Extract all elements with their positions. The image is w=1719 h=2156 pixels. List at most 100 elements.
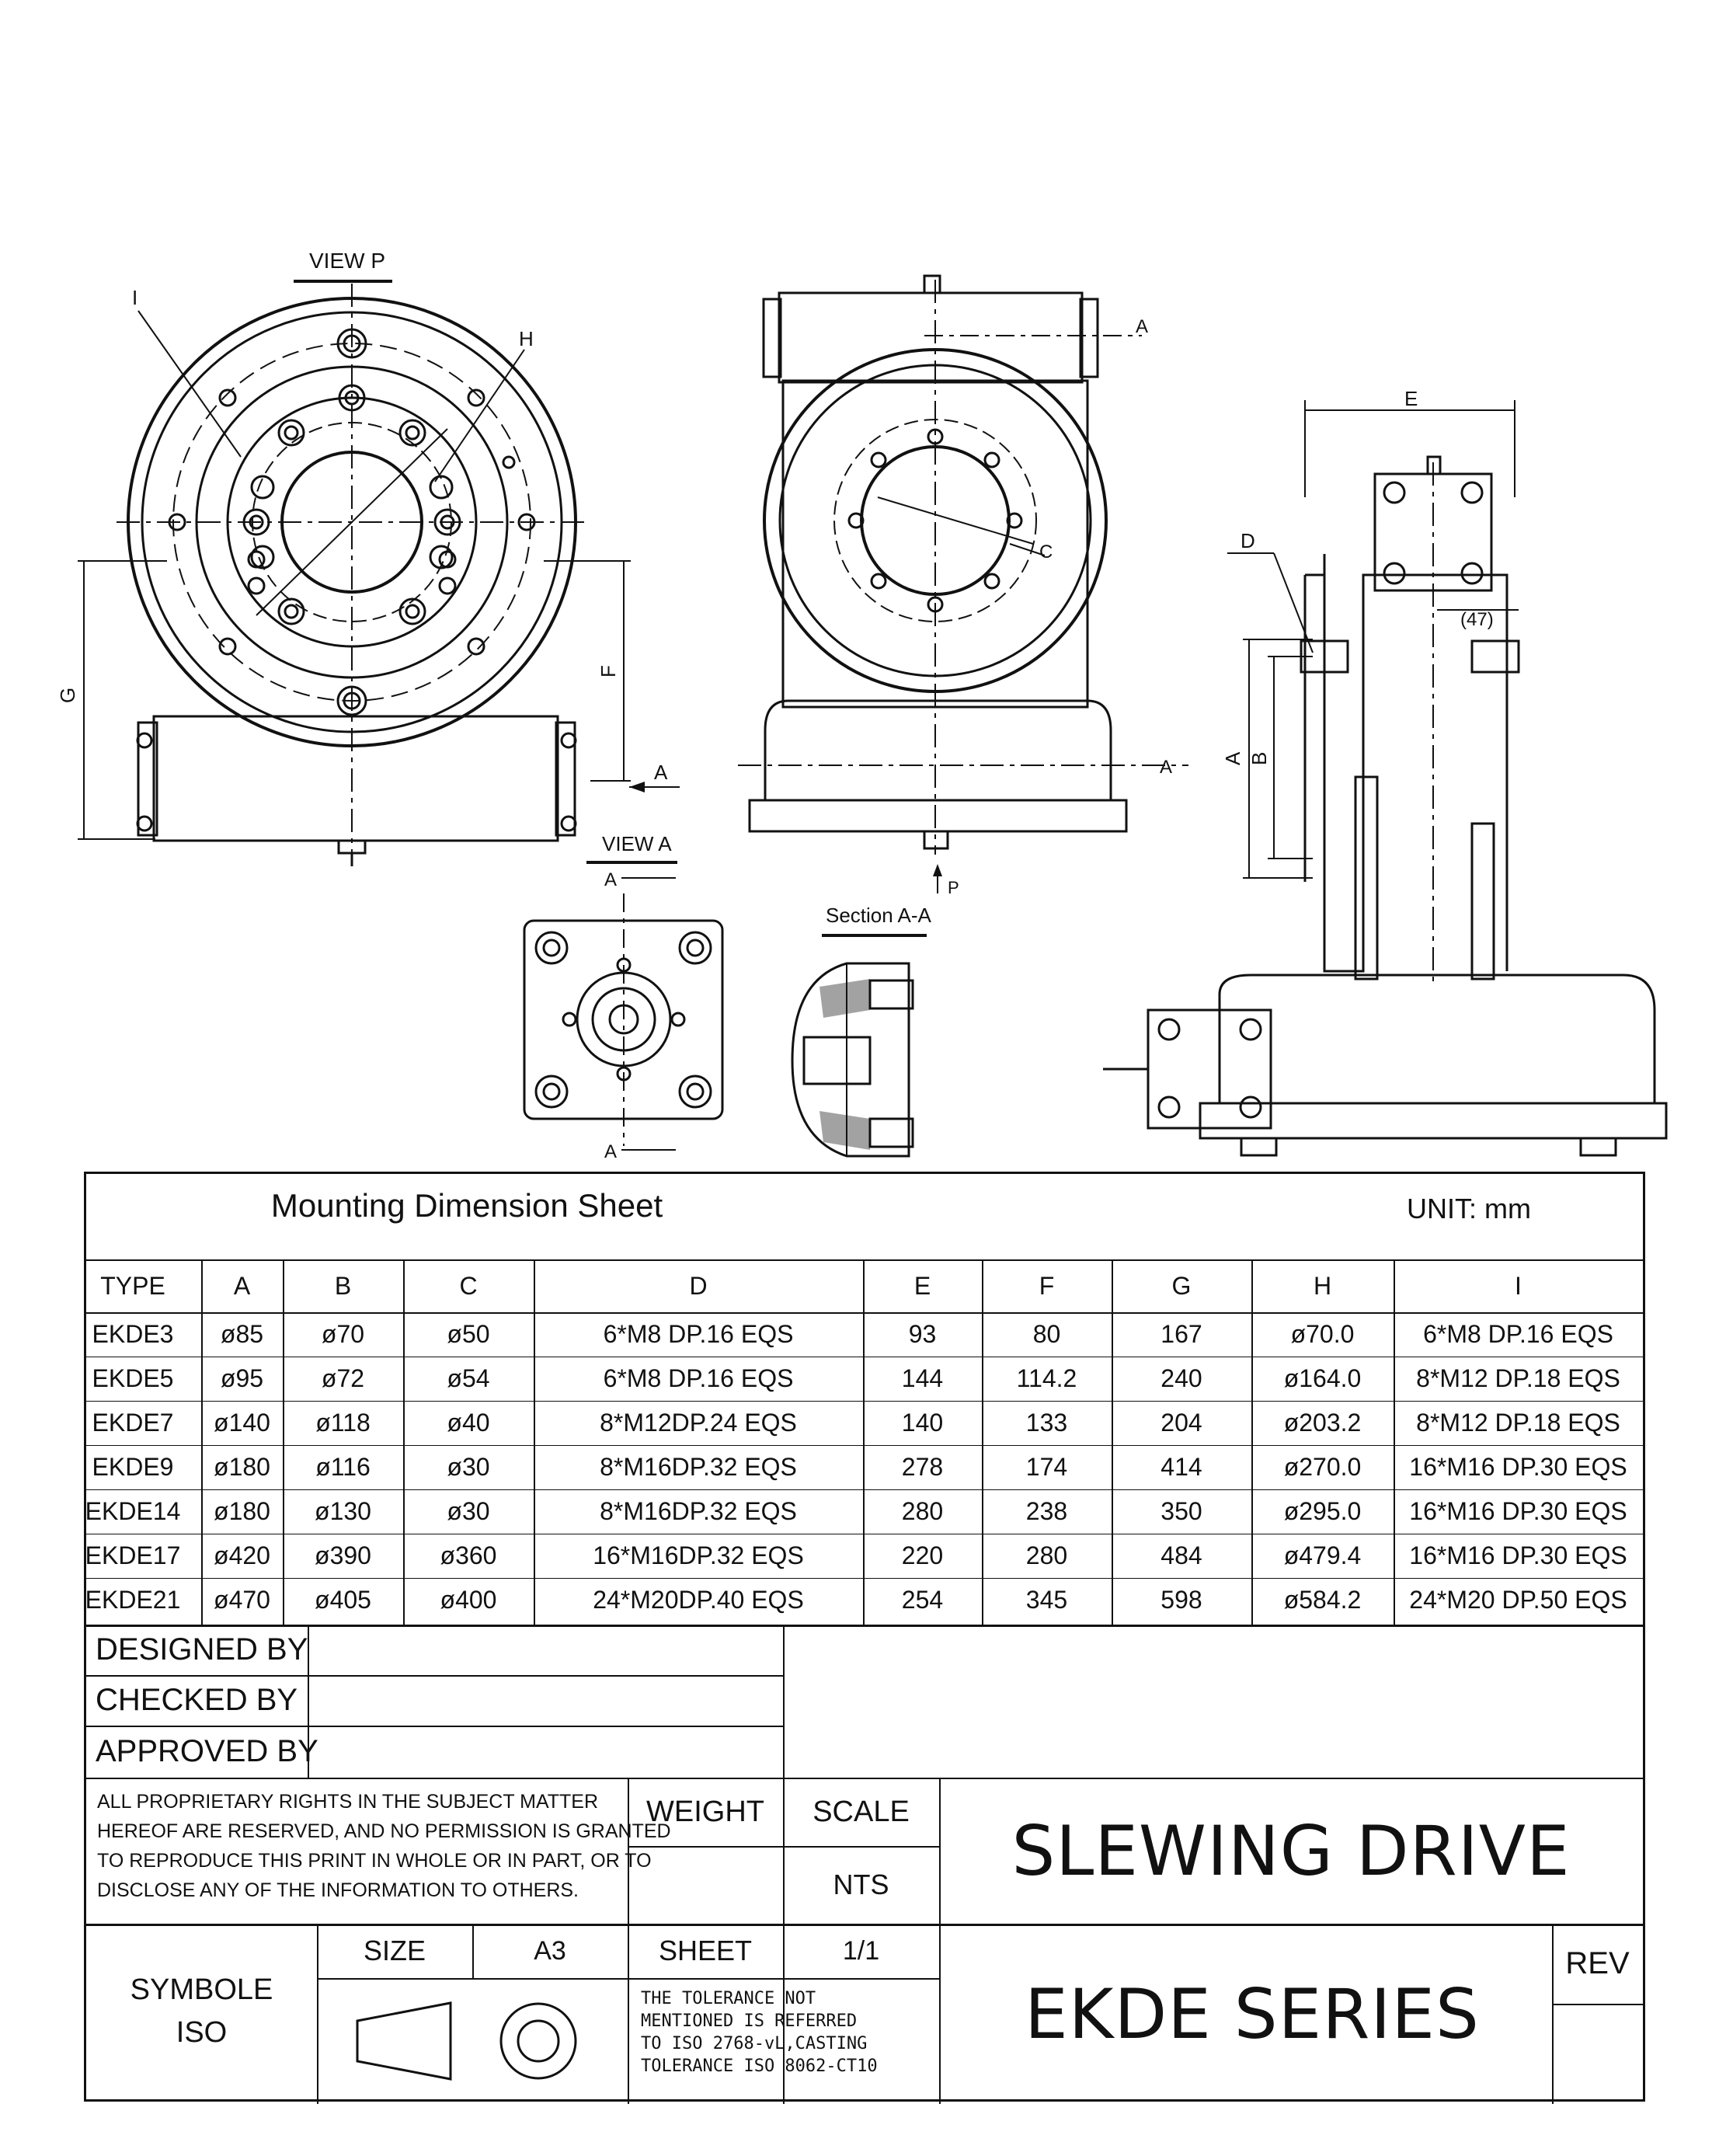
cell-f: 280 bbox=[1025, 1541, 1068, 1569]
cell-type: EKDE3 bbox=[92, 1320, 174, 1348]
header-d: D bbox=[689, 1271, 708, 1300]
symbol-label-2: ISO bbox=[176, 2015, 228, 2049]
cell-d: 8*M16DP.32 EQS bbox=[600, 1497, 797, 1525]
cell-g: 484 bbox=[1160, 1541, 1202, 1569]
cell-a: ø85 bbox=[220, 1320, 264, 1348]
cell-i: 16*M16 DP.30 EQS bbox=[1409, 1497, 1627, 1525]
cell-e: 220 bbox=[901, 1541, 944, 1569]
label-a-view-a-bottom: A bbox=[604, 1141, 617, 1162]
label-a-side-top: A bbox=[1136, 316, 1148, 337]
cell-b: ø72 bbox=[321, 1364, 365, 1392]
tolerance-line-3: TO ISO 2768-vL,CASTING bbox=[641, 2034, 868, 2053]
notice-line-2: HEREOF ARE RESERVED, AND NO PERMISSION I… bbox=[97, 1820, 671, 1842]
label-a-view-a-top: A bbox=[604, 869, 617, 890]
header-a: A bbox=[233, 1271, 251, 1300]
cell-h: ø270.0 bbox=[1283, 1453, 1362, 1481]
cell-c: ø30 bbox=[447, 1453, 490, 1481]
sheet-label: SHEET bbox=[658, 1935, 753, 1966]
technical-drawing: VIEW P bbox=[56, 249, 1668, 1162]
cell-type: EKDE17 bbox=[85, 1541, 181, 1569]
cell-b: ø70 bbox=[321, 1320, 365, 1348]
cell-c: ø54 bbox=[447, 1364, 490, 1392]
cell-g: 204 bbox=[1160, 1409, 1202, 1437]
cell-f: 238 bbox=[1025, 1497, 1068, 1525]
cell-b: ø130 bbox=[315, 1497, 371, 1525]
cell-type: EKDE5 bbox=[92, 1364, 174, 1392]
cell-f: 345 bbox=[1025, 1586, 1068, 1614]
cell-g: 240 bbox=[1160, 1364, 1202, 1392]
cell-c: ø360 bbox=[440, 1541, 497, 1569]
cell-c: ø400 bbox=[440, 1586, 497, 1614]
cell-a: ø95 bbox=[220, 1364, 264, 1392]
cell-type: EKDE14 bbox=[85, 1497, 181, 1525]
cell-a: ø180 bbox=[214, 1453, 270, 1481]
view-p: VIEW P bbox=[56, 249, 680, 866]
label-a-view-p: A bbox=[654, 761, 668, 784]
cell-f: 80 bbox=[1032, 1320, 1061, 1348]
cell-h: ø295.0 bbox=[1283, 1497, 1362, 1525]
label-g: G bbox=[56, 688, 79, 703]
cell-g: 598 bbox=[1160, 1586, 1202, 1614]
cell-type: EKDE9 bbox=[92, 1453, 174, 1481]
label-e: E bbox=[1404, 387, 1418, 410]
view-a-label: VIEW A bbox=[602, 832, 672, 855]
side-view: A C A P bbox=[738, 274, 1188, 897]
cell-d: 24*M20DP.40 EQS bbox=[593, 1586, 804, 1614]
cell-a: ø180 bbox=[214, 1497, 270, 1525]
tolerance-line-2: MENTIONED IS REFERRED bbox=[641, 2011, 858, 2031]
cell-h: ø203.2 bbox=[1283, 1409, 1362, 1437]
designed-by-label: DESIGNED BY bbox=[96, 1632, 308, 1667]
cell-i: 24*M20 DP.50 EQS bbox=[1409, 1586, 1627, 1614]
label-f: F bbox=[597, 665, 620, 677]
label-d: D bbox=[1241, 529, 1255, 552]
header-type: TYPE bbox=[100, 1271, 165, 1300]
cell-b: ø116 bbox=[315, 1453, 371, 1481]
symbol-label-1: SYMBOLE bbox=[130, 1973, 273, 2006]
cell-h: ø70.0 bbox=[1290, 1320, 1355, 1348]
label-c: C bbox=[1039, 542, 1053, 563]
right-section-view: E (47) D A B bbox=[1103, 387, 1668, 1157]
label-p: P bbox=[948, 878, 959, 897]
cell-g: 414 bbox=[1160, 1453, 1202, 1481]
unit-label: UNIT: mm bbox=[1407, 1193, 1531, 1224]
cell-d: 8*M16DP.32 EQS bbox=[600, 1453, 797, 1481]
tolerance-line-1: THE TOLERANCE NOT bbox=[641, 1989, 816, 2008]
header-e: E bbox=[913, 1271, 931, 1300]
cell-f: 133 bbox=[1025, 1409, 1068, 1437]
cell-type: EKDE7 bbox=[92, 1409, 174, 1437]
header-c: C bbox=[459, 1271, 478, 1300]
label-47: (47) bbox=[1460, 609, 1494, 630]
cell-d: 6*M8 DP.16 EQS bbox=[603, 1364, 794, 1392]
weight-label: WEIGHT bbox=[646, 1795, 764, 1828]
header-f: F bbox=[1039, 1271, 1055, 1300]
cell-a: ø470 bbox=[214, 1586, 270, 1614]
notice-line-4: DISCLOSE ANY OF THE INFORMATION TO OTHER… bbox=[97, 1879, 579, 1901]
view-p-label: VIEW P bbox=[309, 249, 385, 273]
cell-e: 93 bbox=[908, 1320, 937, 1348]
cell-g: 167 bbox=[1160, 1320, 1202, 1348]
cell-e: 144 bbox=[901, 1364, 944, 1392]
header-h: H bbox=[1313, 1271, 1332, 1300]
cell-type: EKDE21 bbox=[85, 1586, 181, 1614]
cell-b: ø405 bbox=[315, 1586, 371, 1614]
cell-d: 6*M8 DP.16 EQS bbox=[603, 1320, 794, 1348]
scale-label: SCALE bbox=[813, 1795, 910, 1828]
label-a-dim: A bbox=[1221, 751, 1244, 765]
label-b-dim: B bbox=[1247, 752, 1271, 765]
cell-d: 16*M16DP.32 EQS bbox=[593, 1541, 804, 1569]
header-i: I bbox=[1515, 1271, 1522, 1300]
section-a-a: Section A-A bbox=[791, 904, 932, 1158]
rev-label: REV bbox=[1565, 1946, 1630, 1980]
section-label: Section A-A bbox=[826, 904, 932, 927]
label-h: H bbox=[519, 327, 534, 350]
sheet-value: 1/1 bbox=[842, 1935, 880, 1966]
cell-i: 8*M12 DP.18 EQS bbox=[1416, 1364, 1620, 1392]
title-block: Mounting Dimension Sheet UNIT: mm TYPE A… bbox=[84, 1172, 1645, 2104]
label-a-side-mid: A bbox=[1160, 757, 1172, 778]
notice-line-1: ALL PROPRIETARY RIGHTS IN THE SUBJECT MA… bbox=[97, 1791, 599, 1813]
notice-line-3: TO REPRODUCE THIS PRINT IN WHOLE OR IN P… bbox=[97, 1850, 652, 1872]
view-a: VIEW A A A bbox=[523, 832, 724, 1162]
cell-c: ø50 bbox=[447, 1320, 490, 1348]
cell-c: ø30 bbox=[447, 1497, 490, 1525]
cell-g: 350 bbox=[1160, 1497, 1202, 1525]
